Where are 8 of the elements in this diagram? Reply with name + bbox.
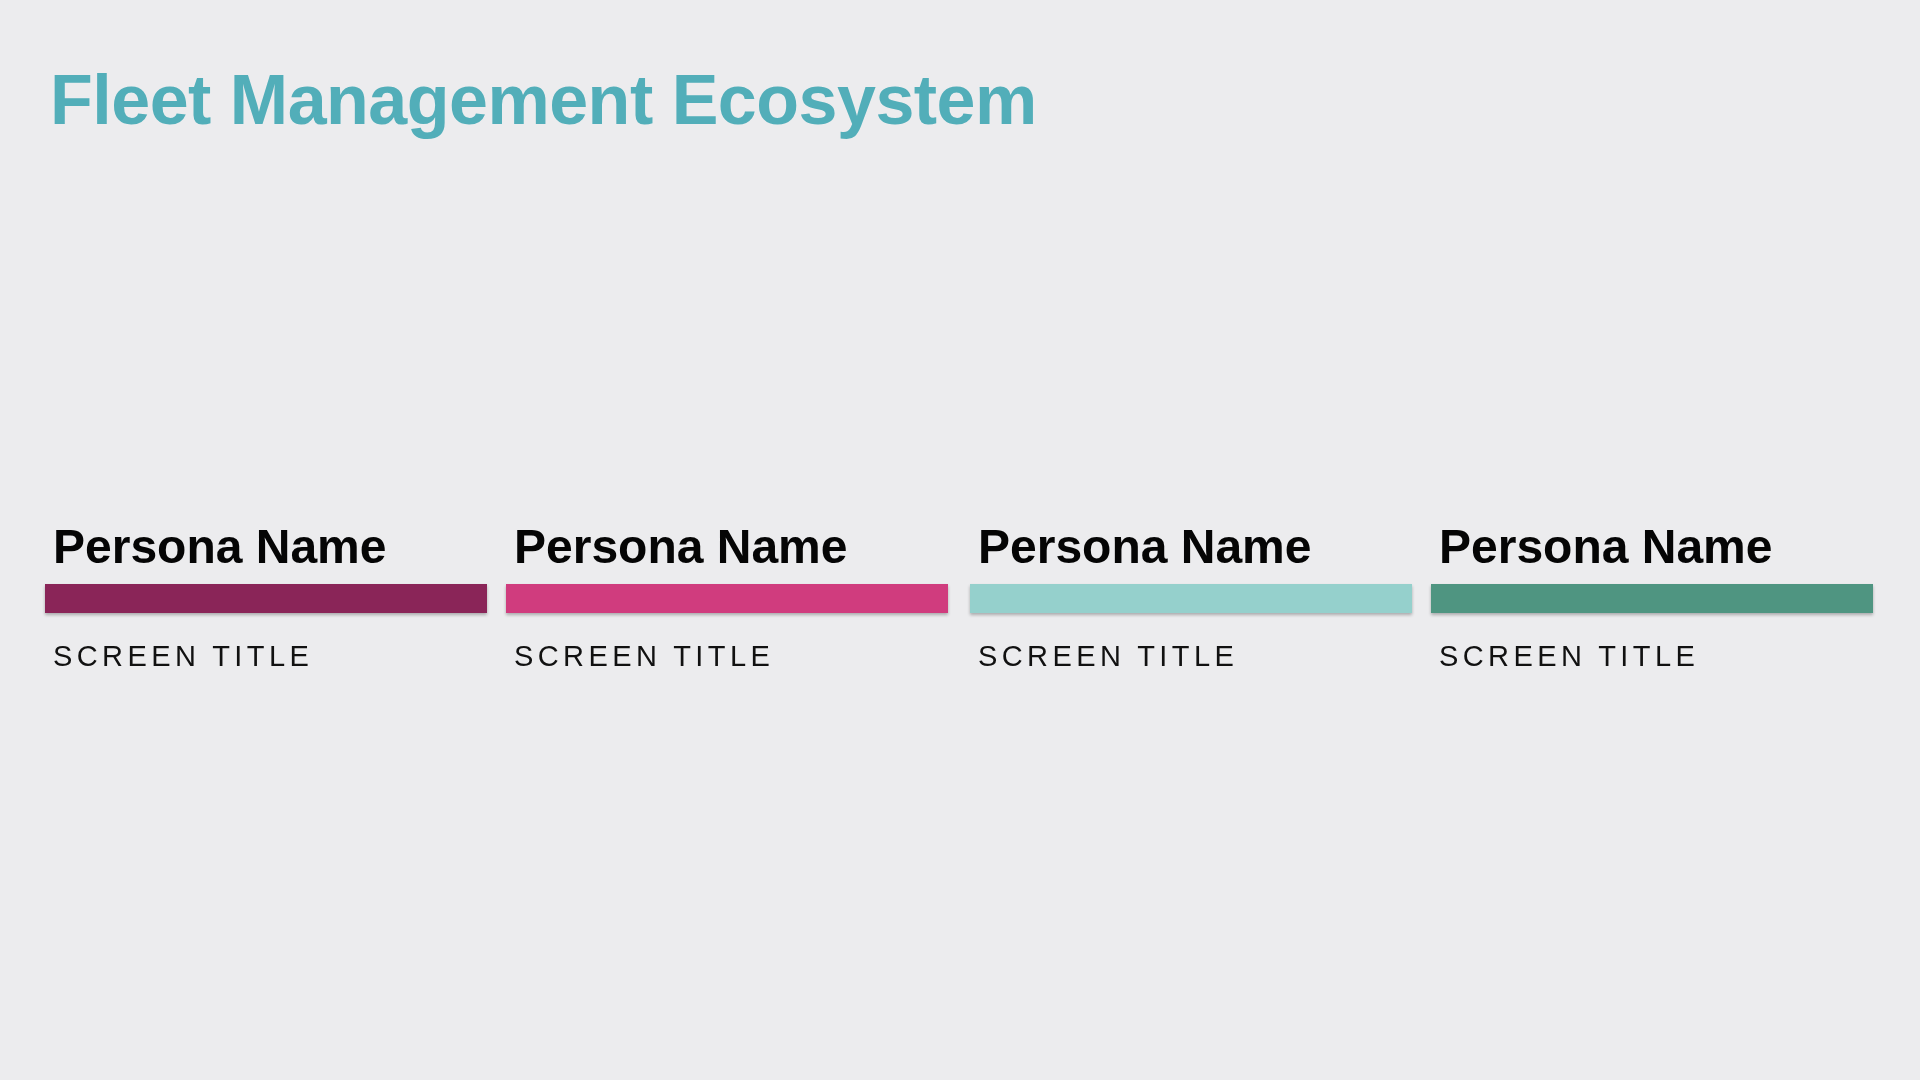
persona-name: Persona Name	[53, 523, 387, 571]
screen-title: SCREEN TITLE	[1439, 642, 1700, 671]
screen-title: SCREEN TITLE	[514, 642, 775, 671]
persona-name: Persona Name	[978, 523, 1312, 571]
screen-title: SCREEN TITLE	[53, 642, 314, 671]
persona-name: Persona Name	[514, 523, 848, 571]
screen-title: SCREEN TITLE	[978, 642, 1239, 671]
persona-name: Persona Name	[1439, 523, 1773, 571]
